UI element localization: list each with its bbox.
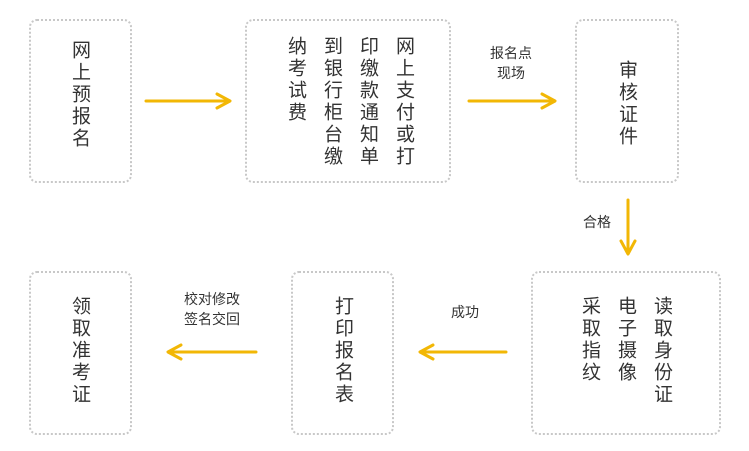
capture-col-3: 采取指纹 bbox=[579, 296, 601, 384]
step-admit bbox=[29, 271, 132, 435]
capture-col-2: 电子摄像 bbox=[615, 296, 637, 384]
edge-label-to-admit: 校对修改 签名交回 bbox=[170, 290, 254, 330]
online-register-text: 网上预报名 bbox=[69, 40, 91, 150]
step-review bbox=[575, 19, 679, 183]
edge-label-to-admit-line-2: 签名交回 bbox=[184, 312, 240, 328]
edge-label-to-print: 成功 bbox=[451, 305, 479, 321]
admit-text: 领取准考证 bbox=[69, 296, 91, 406]
capture-col-1: 读取身份证 bbox=[651, 296, 673, 406]
edge-label-to-review-line-2: 现场 bbox=[497, 66, 525, 82]
step-online-register bbox=[29, 19, 132, 183]
edge-label-to-review: 报名点 现场 bbox=[478, 44, 544, 84]
arrow-capture-to-print bbox=[418, 343, 508, 361]
step-print bbox=[291, 271, 394, 435]
step-payment bbox=[245, 19, 451, 183]
step-capture bbox=[531, 271, 721, 435]
payment-col-2: 到银行柜台缴 bbox=[321, 36, 343, 168]
print-text: 打印报名表 bbox=[332, 296, 354, 406]
payment-col-1: 纳考试费 bbox=[285, 36, 307, 124]
arrow-review-to-capture bbox=[619, 198, 637, 256]
edge-label-to-review-line-1: 报名点 bbox=[490, 46, 532, 62]
payment-col-4: 网上支付或打 bbox=[393, 36, 415, 168]
review-text: 审核证件 bbox=[616, 60, 638, 148]
edge-label-to-capture: 合格 bbox=[583, 215, 611, 231]
arrow-print-to-admit bbox=[166, 343, 258, 361]
arrow-register-to-payment bbox=[144, 92, 232, 110]
payment-col-3: 印缴款通知单 bbox=[357, 36, 379, 168]
arrow-payment-to-review bbox=[467, 92, 557, 110]
edge-label-to-admit-line-1: 校对修改 bbox=[184, 292, 240, 308]
